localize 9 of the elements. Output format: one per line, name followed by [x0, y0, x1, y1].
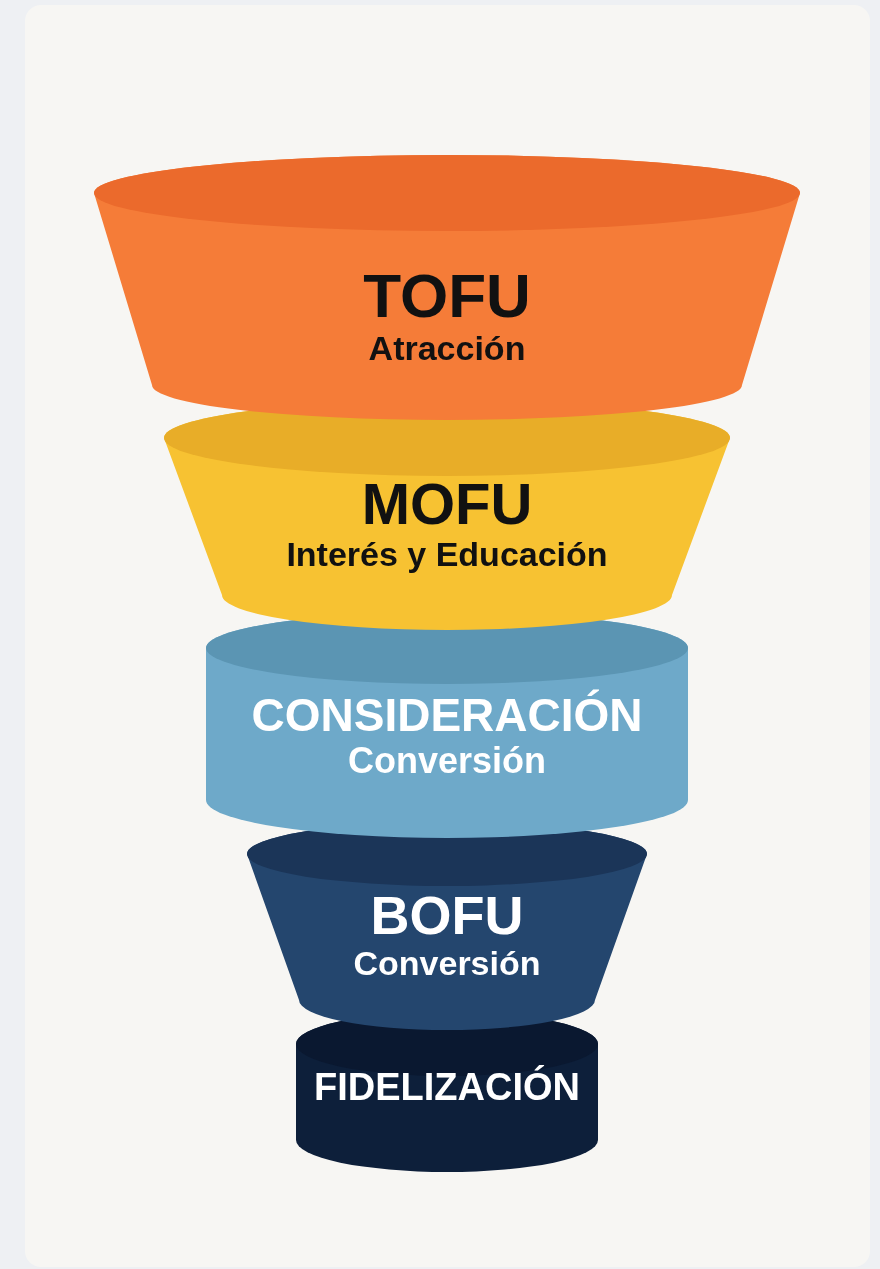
stage-subtitle: Conversión	[353, 945, 541, 983]
stage-title: CONSIDERACIÓN	[251, 690, 643, 741]
stage-subtitle: Atracción	[368, 330, 526, 368]
stage-subtitle: Conversión	[347, 740, 546, 781]
stage-title: TOFU	[363, 262, 531, 331]
stage-title: FIDELIZACIÓN	[314, 1067, 580, 1109]
stage-title: BOFU	[370, 886, 524, 946]
stage-title: MOFU	[361, 472, 533, 536]
stage-subtitle: Interés y Educación	[286, 535, 608, 574]
